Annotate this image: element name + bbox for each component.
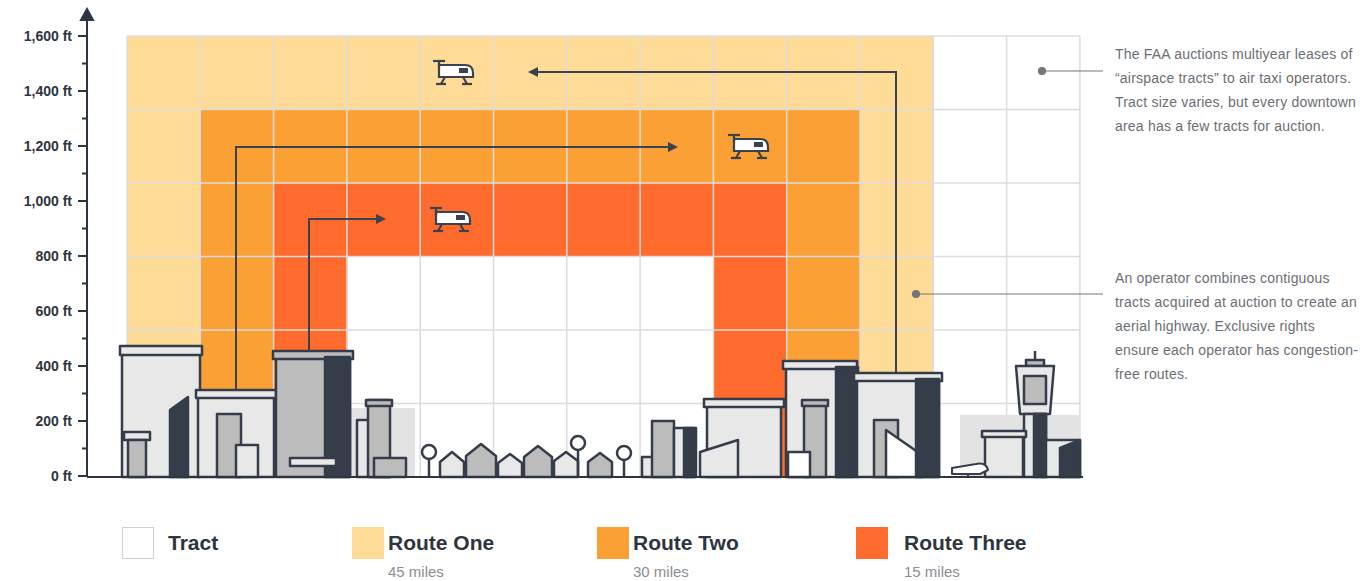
axis-tick xyxy=(78,145,87,147)
axis-label: 800 ft xyxy=(0,247,72,265)
route-tract xyxy=(200,36,274,110)
axis-label: 200 ft xyxy=(0,412,72,430)
route-tract xyxy=(127,110,201,184)
route-tract xyxy=(713,110,787,184)
axis-tick xyxy=(82,228,87,230)
air-taxi xyxy=(430,208,470,231)
axis-tick xyxy=(78,475,87,477)
axis-tick xyxy=(78,255,87,257)
axis-tick xyxy=(78,35,87,37)
route-length: 30 miles xyxy=(633,563,689,581)
legend-swatch xyxy=(856,527,888,559)
route-tract xyxy=(494,183,568,257)
route-tract xyxy=(420,183,494,257)
legend-label: Route One xyxy=(388,530,494,556)
route-tract xyxy=(787,183,861,257)
axis-label: 1,400 ft xyxy=(0,82,72,100)
route-tract xyxy=(713,330,787,404)
legend-swatch xyxy=(597,527,629,559)
grid-line xyxy=(127,182,1080,184)
axis-tick xyxy=(82,393,87,395)
grid-lines xyxy=(127,36,1080,477)
callout-leaders xyxy=(913,68,1104,298)
city-skyline xyxy=(120,346,1080,478)
route-tract xyxy=(127,183,201,257)
grid-line xyxy=(127,329,1080,331)
route-tract xyxy=(787,257,861,331)
axis-tick xyxy=(82,338,87,340)
axis-tick xyxy=(78,310,87,312)
route-length: 45 miles xyxy=(388,563,444,581)
route-tract xyxy=(420,36,494,110)
axis-label: 0 ft xyxy=(0,467,72,485)
route-tract xyxy=(787,110,861,184)
axis-label: 1,200 ft xyxy=(0,137,72,155)
axis-tick xyxy=(78,200,87,202)
callout-note: The FAA auctions multiyear leases of “ai… xyxy=(1115,42,1360,138)
route-tract xyxy=(274,36,348,110)
axis-label: 600 ft xyxy=(0,302,72,320)
axis-tick xyxy=(82,63,87,65)
axis-tick xyxy=(82,173,87,175)
air-taxi xyxy=(728,135,768,158)
height-axis xyxy=(78,9,1083,477)
axis-tick xyxy=(82,118,87,120)
legend-label: Route Two xyxy=(633,530,739,556)
route-tract xyxy=(200,183,274,257)
grid-line xyxy=(127,35,1080,37)
route-tract xyxy=(127,36,201,110)
axis-label: 400 ft xyxy=(0,357,72,375)
grid-line xyxy=(127,256,1080,258)
axis-label: 1,000 ft xyxy=(0,192,72,210)
route-arrows xyxy=(236,72,896,392)
route-tract xyxy=(127,257,201,331)
route-tract xyxy=(200,257,274,331)
grid-line xyxy=(127,109,1080,111)
legend-swatch xyxy=(122,527,154,559)
callout-note: An operator combines contiguous tracts a… xyxy=(1115,266,1360,386)
legend-label: Tract xyxy=(168,530,218,556)
axis-tick xyxy=(82,283,87,285)
axis-label: 1,600 ft xyxy=(0,27,72,45)
route-length: 15 miles xyxy=(904,563,960,581)
route-tract xyxy=(274,257,348,331)
route-tract xyxy=(713,183,787,257)
axis-tick xyxy=(78,420,87,422)
axis-tick xyxy=(78,90,87,92)
legend-swatch xyxy=(352,527,384,559)
air-taxi xyxy=(433,61,473,84)
route-tract xyxy=(640,183,714,257)
route-tract xyxy=(347,36,421,110)
legend-label: Route Three xyxy=(904,530,1027,556)
axis-tick xyxy=(78,365,87,367)
route-tract xyxy=(713,257,787,331)
axis-tick xyxy=(82,448,87,450)
route-tract xyxy=(567,183,641,257)
